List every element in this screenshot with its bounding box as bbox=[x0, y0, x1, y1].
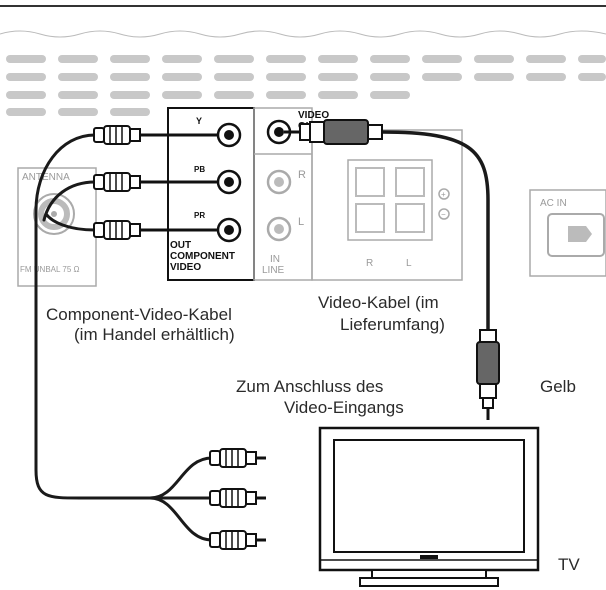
speaker-minus-label: − bbox=[441, 210, 446, 219]
component-plug-y bbox=[92, 124, 218, 146]
speaker-terminals-section: + − R L bbox=[311, 129, 463, 281]
jack-pr-label: PR bbox=[194, 211, 205, 220]
jack-pb-label: PB bbox=[194, 165, 205, 174]
jack-audio-l bbox=[266, 216, 292, 242]
ac-in-label: AC IN bbox=[540, 198, 567, 209]
component-cable-label-line2: (im Handel erhältlich) bbox=[74, 325, 235, 344]
component-cable bbox=[34, 133, 214, 542]
tv-set bbox=[318, 426, 540, 587]
tv-component-plug-top bbox=[208, 447, 268, 469]
tv-component-plug-middle bbox=[208, 487, 268, 509]
ac-in-section: AC IN bbox=[529, 189, 606, 277]
device-top-edge bbox=[0, 5, 606, 38]
video-cable bbox=[284, 119, 500, 420]
component-plug-pr bbox=[92, 219, 218, 241]
audio-r-label: R bbox=[298, 169, 306, 181]
jack-y bbox=[216, 122, 242, 148]
component-out-line3: VIDEO bbox=[170, 262, 201, 273]
antenna-label: ANTENNA bbox=[22, 172, 70, 183]
jack-audio-r bbox=[266, 169, 292, 195]
jack-pb bbox=[216, 169, 242, 195]
video-out-line1: VIDEO bbox=[298, 110, 329, 121]
audio-l-label: L bbox=[298, 216, 304, 228]
jack-pr bbox=[216, 217, 242, 243]
speaker-plus-label: + bbox=[441, 190, 446, 199]
component-out-line2: COMPONENT bbox=[170, 251, 235, 262]
speaker-l-label: L bbox=[406, 258, 412, 269]
vent-slots bbox=[6, 55, 606, 116]
tv-label: TV bbox=[558, 555, 580, 574]
antenna-section: ANTENNA FM UNBAL 75 Ω bbox=[17, 167, 97, 287]
line-in-line1: IN bbox=[270, 254, 280, 265]
tv-component-plug-bottom bbox=[208, 529, 268, 551]
component-plug-pb bbox=[92, 171, 218, 193]
connect-video-input-line1: Zum Anschluss des bbox=[236, 377, 383, 396]
video-cable-label-line2: Lieferumfang) bbox=[340, 315, 445, 334]
speaker-r-label: R bbox=[366, 258, 373, 269]
jack-y-label: Y bbox=[196, 116, 202, 126]
line-in-line2: LINE bbox=[262, 265, 285, 276]
component-out-line1: OUT bbox=[170, 240, 191, 251]
connect-video-input-line2: Video-Eingangs bbox=[284, 398, 404, 417]
antenna-sub-label: FM UNBAL 75 Ω bbox=[20, 265, 79, 274]
yellow-label: Gelb bbox=[540, 377, 576, 396]
video-cable-label-line1: Video-Kabel (im bbox=[318, 293, 439, 312]
component-cable-label-line1: Component-Video-Kabel bbox=[46, 305, 232, 324]
